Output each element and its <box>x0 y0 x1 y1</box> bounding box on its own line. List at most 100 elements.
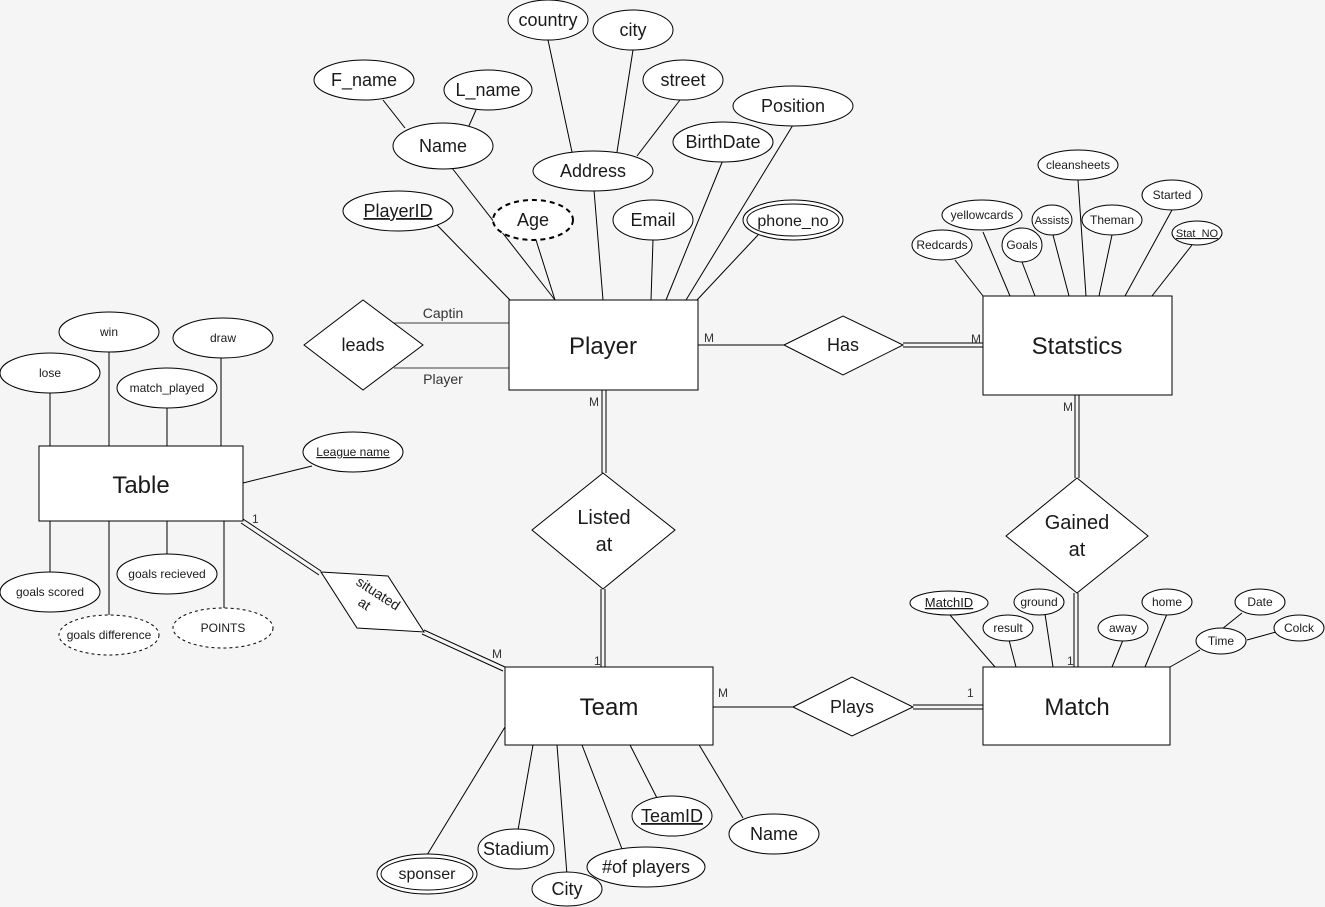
attr-address[interactable]: Address <box>532 150 654 192</box>
attr-result-label: result <box>993 621 1023 635</box>
attr-result[interactable]: result <box>982 614 1034 642</box>
connector-players-team <box>581 744 623 850</box>
attr-lname[interactable]: L_name <box>443 69 533 111</box>
attr-phone-multivalued[interactable]: phone_no <box>742 199 844 241</box>
attr-goals-recieved-label: goals recieved <box>128 567 205 581</box>
relationship-plays[interactable]: Plays <box>791 676 915 737</box>
attr-playerid-label: PlayerID <box>363 201 432 221</box>
relationship-situated-at[interactable]: situated at <box>320 571 425 633</box>
relationship-gained-at[interactable]: Gained at <box>1005 477 1149 594</box>
attr-goals-scored-label: goals scored <box>16 585 84 599</box>
attr-draw-label: draw <box>210 331 236 345</box>
attr-address-label: Address <box>560 161 626 181</box>
attr-home[interactable]: home <box>1141 588 1193 616</box>
connector-phone-player <box>696 234 759 301</box>
attr-goals[interactable]: Goals <box>1001 227 1043 263</box>
attr-date[interactable]: Date <box>1234 588 1286 616</box>
attr-assists-label: Assists <box>1035 215 1070 227</box>
attr-city-label: city <box>620 20 647 40</box>
relationship-plays-label: Plays <box>830 697 874 717</box>
attr-lose[interactable]: lose <box>0 352 101 394</box>
connector-stadium-team <box>517 744 534 831</box>
attr-started[interactable]: Started <box>1141 179 1203 211</box>
connector-street-address <box>636 99 681 157</box>
attr-name-team[interactable]: Name <box>728 813 820 855</box>
entity-table[interactable]: Table <box>38 445 244 522</box>
attr-league-name[interactable]: League name <box>302 431 404 473</box>
entity-match[interactable]: Match <box>982 666 1171 746</box>
connector-table-situated-b <box>240 522 320 576</box>
attr-age-derived[interactable]: Age <box>492 199 574 241</box>
attr-redcards[interactable]: Redcards <box>911 229 973 261</box>
attr-statno[interactable]: Stat_NO <box>1171 220 1223 246</box>
entity-statistics-label: Statstics <box>1032 333 1123 360</box>
attr-assists[interactable]: Assists <box>1031 204 1073 236</box>
attr-match-played[interactable]: match_played <box>116 367 218 409</box>
attr-points-derived[interactable]: POINTS <box>172 607 274 649</box>
attr-street[interactable]: street <box>642 59 724 101</box>
relationship-listed-at[interactable]: Listed at <box>531 472 676 590</box>
attr-win[interactable]: win <box>58 311 160 353</box>
attr-ground[interactable]: ground <box>1013 588 1065 616</box>
connector-started-stats <box>1124 209 1173 297</box>
attr-city[interactable]: city <box>592 9 674 51</box>
attr-goals-recieved[interactable]: goals recieved <box>116 553 218 595</box>
attr-goals-scored[interactable]: goals scored <box>0 571 101 613</box>
attr-yellowcards[interactable]: yellowcards <box>941 199 1023 231</box>
connector-name-player <box>451 167 556 301</box>
cardinality-match-plays: 1 <box>967 686 974 700</box>
connector-yellowcards-stats <box>982 231 1011 297</box>
connector-teamid-team <box>629 744 658 799</box>
connector-result-match <box>1008 639 1017 668</box>
attr-cleansheets[interactable]: cleansheets <box>1037 149 1119 181</box>
attr-time[interactable]: Time <box>1195 627 1247 655</box>
relationship-has-label: Has <box>827 335 859 355</box>
attr-birthdate[interactable]: BirthDate <box>672 121 774 163</box>
attr-position[interactable]: Position <box>732 85 854 127</box>
role-captain: Captin <box>423 305 463 321</box>
relationship-has[interactable]: Has <box>782 315 905 376</box>
connector-goals-stats <box>1021 261 1036 297</box>
entity-player-label: Player <box>569 333 637 360</box>
attr-sponser-multivalued[interactable]: sponser <box>376 853 478 895</box>
attr-goals-label: Goals <box>1006 238 1037 252</box>
entity-player[interactable]: Player <box>508 299 699 391</box>
cardinality-team-listed: 1 <box>594 654 601 668</box>
attr-sponser-label: sponser <box>399 866 457 883</box>
cardinality-stats-gained: M <box>1063 400 1073 414</box>
connector-league-table <box>242 465 313 484</box>
attr-lose-label: lose <box>39 366 61 380</box>
attr-away[interactable]: away <box>1097 614 1149 642</box>
attr-clock[interactable]: Colck <box>1273 614 1325 642</box>
connector-clock-time <box>1246 631 1277 641</box>
entity-statistics[interactable]: Statstics <box>982 295 1173 396</box>
connector-email-player <box>650 239 654 301</box>
connector-theman-stats <box>1098 234 1113 297</box>
connectors <box>49 39 1277 876</box>
relationship-listed-at-label-2: at <box>596 534 613 556</box>
connector-ground-match <box>1044 613 1054 668</box>
attr-street-label: street <box>660 70 705 90</box>
attr-playerid[interactable]: PlayerID <box>342 190 454 232</box>
connector-age-player <box>535 239 556 301</box>
attr-country[interactable]: country <box>507 0 589 41</box>
relationship-leads[interactable]: leads <box>303 299 424 391</box>
attr-name-team-label: Name <box>750 824 798 844</box>
attr-num-players[interactable]: #of players <box>586 846 706 888</box>
attr-stadium[interactable]: Stadium <box>477 828 555 870</box>
entity-team[interactable]: Team <box>504 666 714 746</box>
attr-goals-difference-derived[interactable]: goals difference <box>58 614 160 656</box>
attr-position-label: Position <box>761 96 825 116</box>
attr-theman[interactable]: Theman <box>1081 204 1143 236</box>
cardinality-table-situated: 1 <box>252 512 259 526</box>
attr-name[interactable]: Name <box>392 122 494 170</box>
attr-email[interactable]: Email <box>612 199 694 241</box>
attr-city-team[interactable]: City <box>531 871 603 907</box>
attr-draw[interactable]: draw <box>172 317 274 359</box>
attr-matchid[interactable]: MatchID <box>909 590 989 616</box>
attr-theman-label: Theman <box>1090 213 1134 227</box>
attr-started-label: Started <box>1153 188 1192 202</box>
attr-fname[interactable]: F_name <box>313 59 415 101</box>
attr-birthdate-label: BirthDate <box>685 132 760 152</box>
attr-teamid[interactable]: TeamID <box>631 795 713 837</box>
